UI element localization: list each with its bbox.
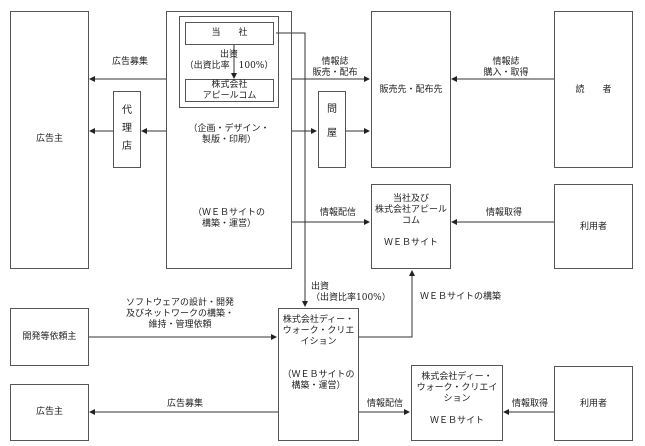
node-agency: 代 理 店 [113,91,141,168]
node-web-site-group: 当社及び 株式会社アピール コム ＷＥＢサイト [371,184,451,269]
note-web-operation: （ＷＥＢサイトの 構築・運営） [192,208,265,229]
label-info-delivery-bottom: 情報配信 [366,399,403,409]
node-reader-label: 読 者 [575,85,612,95]
label-info-delivery-top: 情報配信 [319,208,356,218]
node-dwalk-web-label: 株式会社ディー・ ウォーク・クリエイ ション ＷＥＢサイト [416,372,498,426]
node-appealcom: 株式会社 アピールコム [185,79,274,102]
note-design-print: （企画・デザイン・ 製版・印刷） [188,124,270,145]
node-sales-destination-label: 販売先・配布先 [379,85,443,95]
label-web-build: ＷＥＢサイトの構築 [420,292,502,302]
label-investment-dwalk: 出資 （出資比率100%） [311,282,391,303]
node-company-inner-frame [179,16,279,108]
node-advertiser-top-label: 広告主 [35,134,63,144]
label-ad-recruit-bottom: 広告募集 [166,399,203,409]
node-dev-client: 開発等依頼主 [10,308,89,366]
node-dev-client-label: 開発等依頼主 [22,332,77,342]
node-agency-label: 代 理 店 [122,105,132,152]
node-user-bottom-label: 利用者 [579,399,607,409]
node-company-group: （企画・デザイン・ 製版・印刷） （ＷＥＢサイトの 構築・運営） [166,11,292,269]
node-dwalk-web: 株式会社ディー・ ウォーク・クリエイ ション ＷＥＢサイト [411,365,503,441]
label-ad-recruit-top: 広告募集 [111,57,148,67]
label-software-request: ソフトウェアの設計・開発 及びネットワークの構築・ 維持・管理依頼 [125,298,234,330]
label-info-acquire-bottom: 情報取得 [511,399,548,409]
node-dwalk-creation: 株式会社ディー・ ウォーク・クリエ イション （ＷＥＢサイトの 構築・運営） [278,308,359,441]
arrow-investment-dwalk [276,32,308,307]
node-sales-destination: 販売先・配布先 [371,11,451,168]
node-wholesaler-label: 問 屋 [327,104,337,139]
node-user-top: 利用者 [554,184,633,269]
node-advertiser-bottom: 広告主 [10,384,89,441]
label-info-acquire-top: 情報取得 [485,208,522,218]
label-magazine-purchase: 情報誌 購入・取得 [483,57,529,78]
label-magazine-sales: 情報誌 販売・配布 [312,57,358,78]
node-user-top-label: 利用者 [579,222,607,232]
node-advertiser-bottom-label: 広告主 [35,407,63,417]
node-dwalk-creation-label: 株式会社ディー・ ウォーク・クリエ イション （ＷＥＢサイトの 構築・運営） [282,315,355,391]
node-web-site-group-label: 当社及び 株式会社アピール コム ＷＥＢサイト [374,194,447,248]
node-reader: 読 者 [554,11,633,168]
arrow-web-build [358,270,415,338]
label-investment-appealcom: 出資 （出資比率 100%） [184,50,274,71]
node-our-company: 当 社 [185,22,274,45]
node-our-company-label: 当 社 [211,28,248,38]
node-user-bottom: 利用者 [554,366,633,441]
node-wholesaler: 問 屋 [318,91,346,168]
node-appealcom-label: 株式会社 アピールコム [202,80,257,101]
node-advertiser-top: 広告主 [10,11,89,269]
